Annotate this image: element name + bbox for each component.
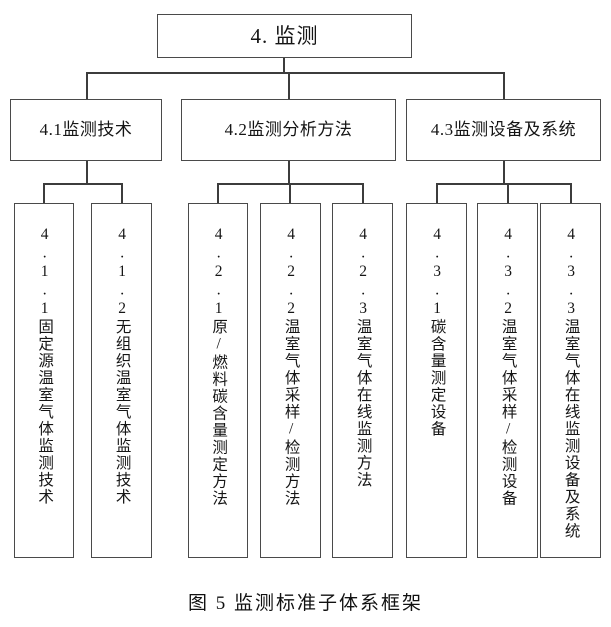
node-label: 4.3.3温室气体在线监测设备及系统 <box>562 226 580 540</box>
node-4-1-monitoring-technology: 4.1监测技术 <box>10 99 162 161</box>
connector-drop-4-3-1 <box>436 183 438 203</box>
node-4-3-1-carbon-content-equipment: 4.3.1碳含量测定设备 <box>406 203 467 558</box>
connector-level2-bus <box>86 72 504 74</box>
figure-caption: 图 5 监测标准子体系框架 <box>187 593 423 614</box>
node-label: 4.3监测设备及系统 <box>430 119 577 139</box>
connector-drop-4-1-1 <box>43 183 45 203</box>
org-chart-diagram: 4. 监测 4.1监测技术 4.2监测分析方法 4.3监测设备及系统 4.1.1… <box>10 14 601 558</box>
connector-drop-4-2-3 <box>362 183 364 203</box>
connector-drop-4-2-1 <box>217 183 219 203</box>
node-4-3-equipment-systems: 4.3监测设备及系统 <box>406 99 601 161</box>
node-label: 4.2.2温室气体采样/检测方法 <box>282 226 300 507</box>
connector-root-stem <box>283 58 285 73</box>
connector-drop-4-3-3 <box>570 183 572 203</box>
node-label: 4.2.3温室气体在线监测方法 <box>354 226 372 489</box>
node-4-2-1-fuel-carbon-content: 4.2.1原/燃料碳含量测定方法 <box>188 203 248 558</box>
node-4-1-1-stationary-source: 4.1.1固定源温室气体监测技术 <box>14 203 74 558</box>
node-label: 4.1.2无组织温室气体监测技术 <box>113 226 131 506</box>
node-4-1-2-fugitive-emissions: 4.1.2无组织温室气体监测技术 <box>91 203 152 558</box>
node-label: 4.2监测分析方法 <box>224 119 353 139</box>
connector-4-3-bus <box>436 183 571 185</box>
connector-4-3-stem <box>503 161 505 184</box>
node-root-4-monitoring: 4. 监测 <box>157 14 412 58</box>
connector-drop-4-3 <box>503 72 505 100</box>
connector-drop-4-2-2 <box>289 183 291 203</box>
node-4-3-3-ghg-online-equipment-system: 4.3.3温室气体在线监测设备及系统 <box>540 203 601 558</box>
connector-drop-4-1 <box>86 72 88 100</box>
node-label: 4.3.1碳含量测定设备 <box>428 226 446 438</box>
node-label: 4.1监测技术 <box>39 119 133 139</box>
connector-4-1-bus <box>43 183 122 185</box>
node-4-2-3-ghg-online-method: 4.2.3温室气体在线监测方法 <box>332 203 393 558</box>
connector-4-1-stem <box>86 161 88 184</box>
connector-drop-4-2 <box>288 72 290 100</box>
node-label: 4.3.2温室气体采样/检测设备 <box>499 226 517 507</box>
connector-4-2-stem <box>288 161 290 184</box>
node-4-2-2-ghg-sampling-method: 4.2.2温室气体采样/检测方法 <box>260 203 321 558</box>
node-label: 4.2.1原/燃料碳含量测定方法 <box>210 226 228 507</box>
connector-drop-4-3-2 <box>507 183 509 203</box>
node-label: 4.1.1固定源温室气体监测技术 <box>36 226 54 506</box>
node-4-2-analysis-methods: 4.2监测分析方法 <box>181 99 396 161</box>
node-label: 4. 监测 <box>250 23 319 48</box>
connector-drop-4-1-2 <box>121 183 123 203</box>
node-4-3-2-ghg-sampling-equipment: 4.3.2温室气体采样/检测设备 <box>477 203 538 558</box>
